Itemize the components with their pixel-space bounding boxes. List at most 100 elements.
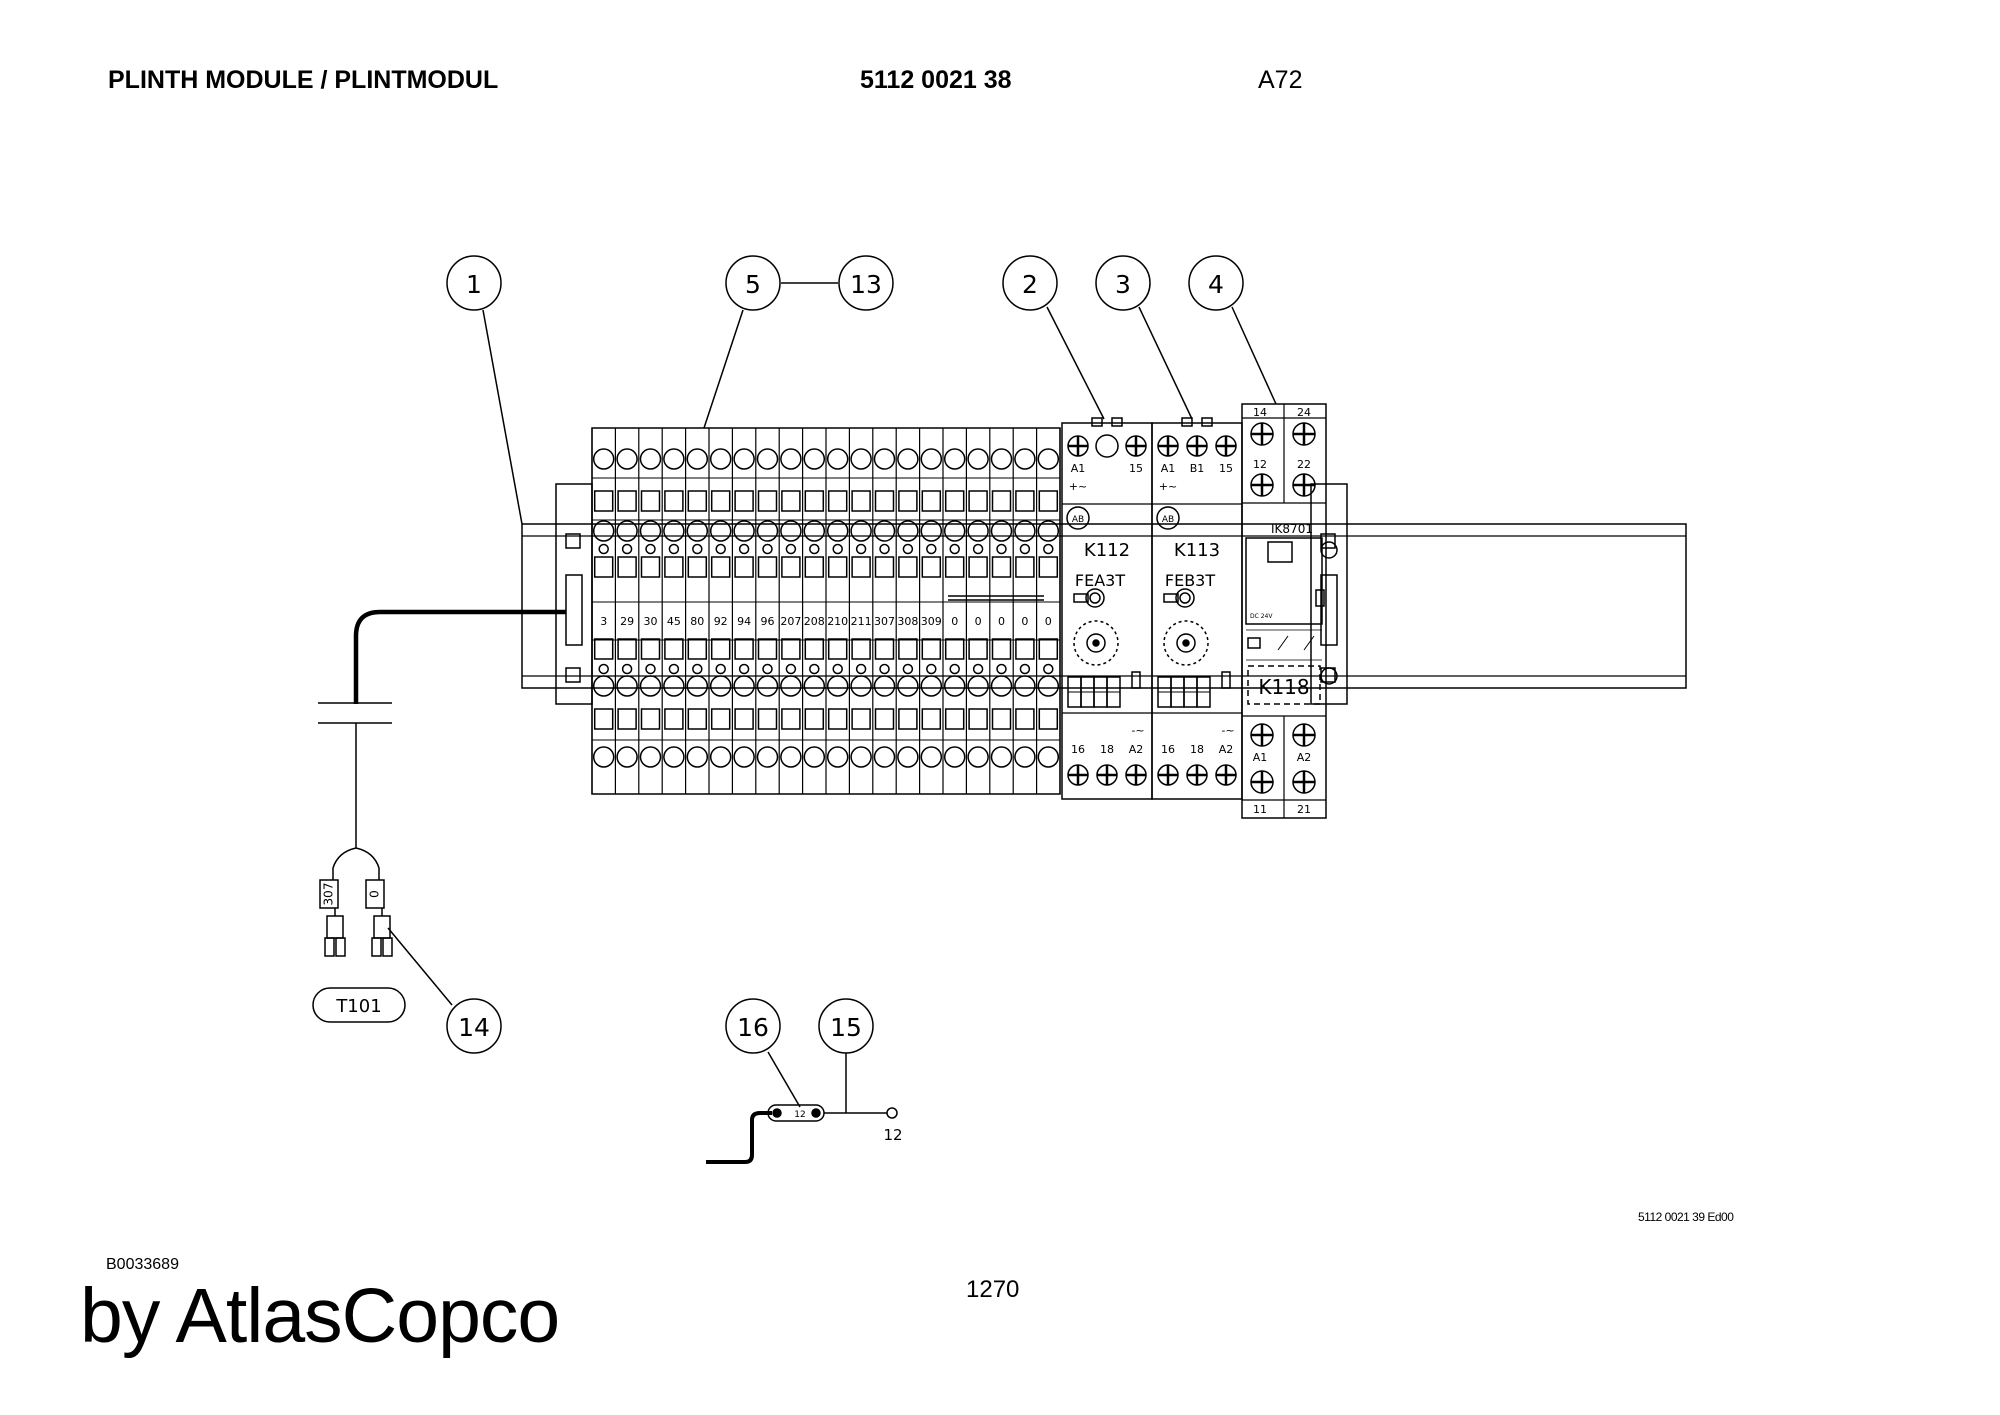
terminal-test-hole [926,543,937,555]
terminal-number: 0 [998,615,1005,628]
cable-wire [332,847,380,880]
terminal-window [781,490,801,512]
terminal-screw-icon [1037,448,1060,470]
terminal-number: 94 [737,615,751,628]
relay-name-plate [1247,665,1321,705]
terminal-window [1038,708,1059,730]
terminal-test-hole [902,543,914,555]
terminal-screw-icon [756,746,779,768]
relay-notch [1181,417,1193,427]
adjustment-dial-icon [1073,620,1119,666]
relay-polarity-symbol: +~ [1159,480,1177,493]
terminal-test-hole [668,663,680,675]
crimp-terminal [326,915,344,939]
terminal-window [617,708,637,730]
terminal-screw-icon [709,675,732,697]
callout-balloon [1188,255,1244,311]
terminal-window [827,638,848,660]
terminal-screw-icon [686,520,709,542]
terminal-screw-icon [967,448,989,470]
terminal-screw-icon [756,520,779,542]
terminal-window [898,490,918,512]
terminal-number: 96 [761,615,775,628]
terminal-number: 0 [975,615,982,628]
relay-polarity-symbol: +~ [1069,480,1087,493]
relay-terminal-label: 14 [1253,406,1267,419]
crimp-terminal [371,937,382,957]
terminal-window [851,556,871,578]
terminal-screw-icon [897,675,919,697]
terminal-window [710,490,731,512]
terminal-test-hole [972,543,984,555]
callout-leader [482,309,523,525]
relay-terminal-label: 16 [1161,743,1175,756]
callout-leader [1046,306,1105,420]
terminal-screw-icon [826,520,849,542]
terminal-window [757,490,778,512]
relay-polarity-symbol: -~ [1221,724,1234,737]
terminal-window [757,556,778,578]
relay-model: IK8701 [1271,522,1313,536]
relay-name: K113 [1174,540,1220,561]
relay-notch [1201,417,1213,427]
adjustment-dial-icon [1092,639,1100,647]
terminal-screw-icon [803,448,826,470]
callout-number: 2 [1022,270,1038,299]
terminal-screw-icon [897,448,919,470]
terminal-window [734,638,754,660]
terminal-window [874,638,895,660]
terminal-number: 308 [897,615,918,628]
callout-leader [767,1051,801,1108]
relay-model: FEA3T [1075,571,1125,590]
clamp-screw-icon [1320,667,1338,685]
terminal-window [968,708,988,730]
terminal-window [640,556,661,578]
terminal-screw-icon [639,675,662,697]
terminal-window [734,490,754,512]
end-clamp-hole [565,533,581,549]
terminal-window [617,638,637,660]
terminal-window [687,490,708,512]
end-clamp [1310,483,1348,705]
callout-balloon [446,998,502,1054]
terminal-screw-icon [663,675,685,697]
relay-terminal-label: A2 [1219,743,1234,756]
brand-logo-icon [1156,506,1180,530]
relay-notch [1091,417,1103,427]
terminal-window [921,556,942,578]
wire-label: 307 [322,883,336,906]
callout-balloon [818,998,874,1054]
terminal-window [710,708,731,730]
terminal-screw-icon [803,746,826,768]
terminal-screw-icon [943,520,966,542]
terminal-screw-icon [1037,675,1060,697]
relay-indicator [1131,671,1141,689]
sensor-tag: 12 [794,1110,805,1120]
relay-voltage: DC 24V [1250,613,1273,620]
terminal-window [593,490,614,512]
part-number: 5112 0021 38 [860,66,1012,94]
relay-knob-icon [1175,588,1195,608]
terminal-window [898,708,918,730]
terminal-test-hole [832,543,843,555]
terminal-screw-icon [616,520,638,542]
terminal-window [874,556,895,578]
sensor-lead-end [886,1107,898,1119]
callout-leader [387,927,453,1006]
terminal-screw-icon [943,746,966,768]
terminal-window [898,556,918,578]
terminal-screw-icon [803,675,826,697]
relay-terminal-label: A1 [1253,751,1268,764]
terminal-screw-icon [1014,520,1036,542]
terminal-test-hole [785,663,797,675]
end-clamp-hole [565,667,581,683]
crimp-terminal [335,937,346,957]
terminal-screw-icon [967,746,989,768]
terminal-screw-icon [616,746,638,768]
terminal-number: 80 [690,615,704,628]
terminal-screw-icon [709,448,732,470]
terminal-screw-icon [943,675,966,697]
terminal-screw-icon [780,448,802,470]
